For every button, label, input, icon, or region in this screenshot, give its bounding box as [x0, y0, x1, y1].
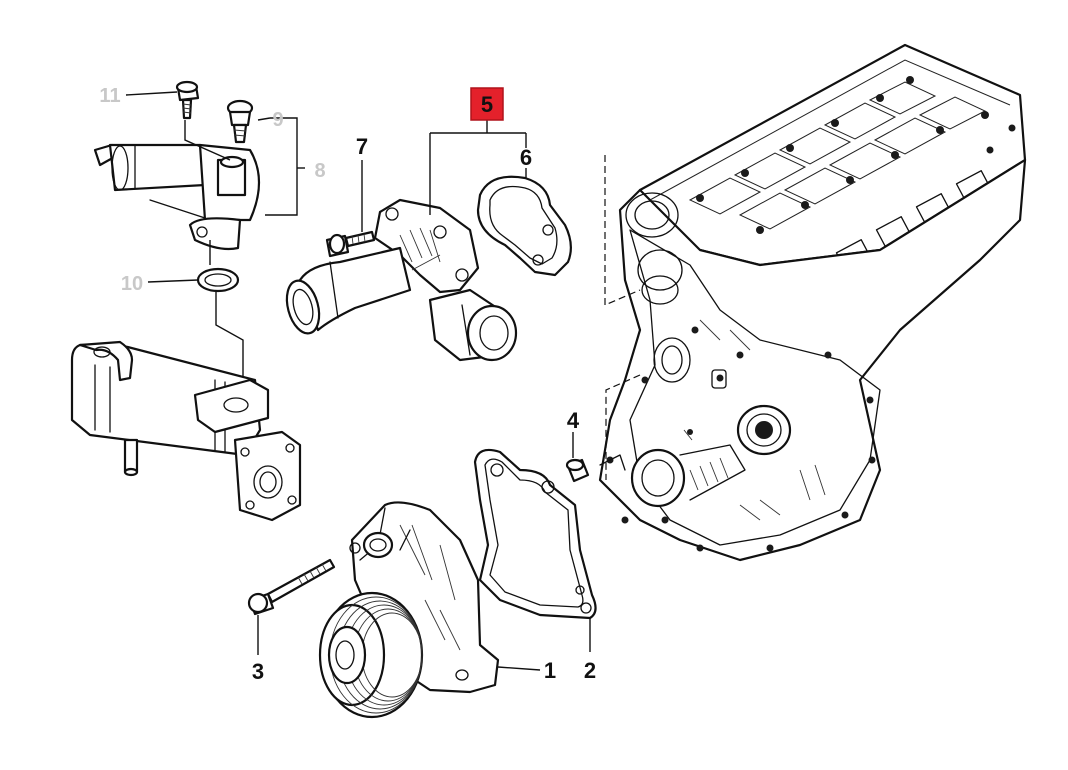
highlight-box-part-5 [470, 87, 504, 121]
engine-block [598, 43, 1027, 562]
callout-2[interactable]: 2 [584, 658, 596, 683]
coolant-pipe-part-8 [93, 143, 260, 251]
callout-labels: 5 6 7 4 1 2 3 11 9 8 10 [99, 85, 596, 684]
callout-3[interactable]: 3 [252, 659, 264, 684]
callout-5[interactable]: 5 [481, 92, 493, 117]
callout-9[interactable]: 9 [272, 109, 283, 131]
callout-7[interactable]: 7 [356, 134, 368, 159]
gasket-part-6 [476, 175, 572, 277]
bolt-part-3 [247, 558, 336, 616]
seal-ring-part-10 [196, 267, 240, 293]
bolt-part-11 [175, 80, 200, 120]
thermostat-housing-part-7 [285, 198, 518, 362]
callout-1[interactable]: 1 [544, 658, 556, 683]
callout-4[interactable]: 4 [567, 408, 580, 433]
dowel-sleeve-part-4 [565, 458, 590, 483]
bolt-for-part-7 [325, 230, 376, 258]
callout-6[interactable]: 6 [520, 145, 532, 170]
callout-8[interactable]: 8 [314, 160, 325, 182]
callout-11[interactable]: 11 [99, 85, 120, 107]
water-pump-gasket-part-2 [473, 448, 597, 620]
egr-cooler [70, 340, 302, 522]
water-pump-part-1 [318, 501, 500, 719]
callout-10[interactable]: 10 [121, 273, 143, 295]
banjo-bolt-part-9 [226, 99, 254, 144]
